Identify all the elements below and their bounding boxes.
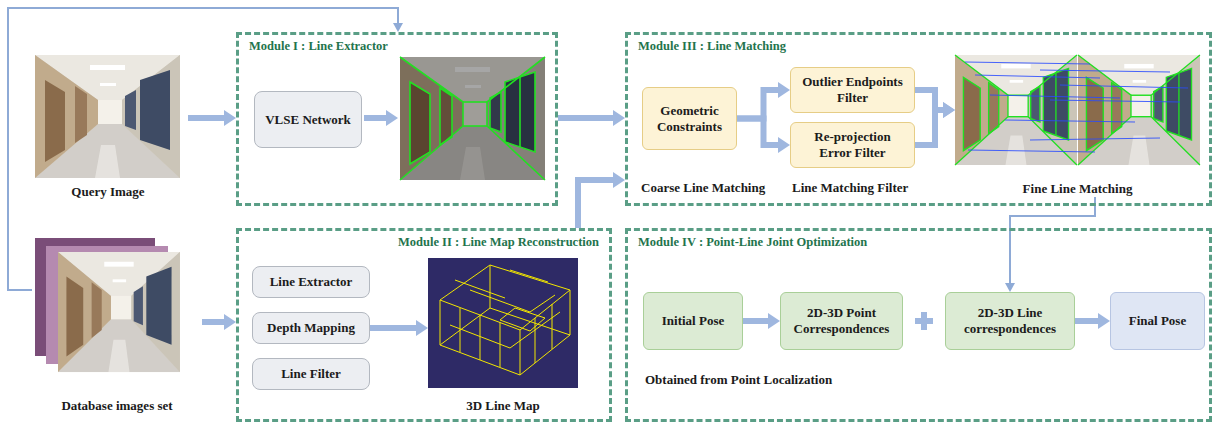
illustration-part	[470, 290, 555, 312]
image-caption: Database images set	[61, 398, 172, 414]
illustration-part	[500, 308, 545, 331]
illustration-part	[460, 308, 461, 352]
box-label: 2D-3D Point Correspondences	[787, 305, 896, 336]
image-panel: Fine Line Matching	[955, 55, 1200, 197]
flow-arrow	[364, 115, 386, 121]
line-matching-photo	[955, 55, 1200, 165]
illustration-part	[965, 62, 1188, 152]
illustration-part	[520, 330, 521, 375]
flow-arrow	[737, 90, 778, 119]
illustration-part	[552, 304, 553, 349]
box-label: Line Extractor	[270, 274, 353, 290]
image-panel: 3D Line Map	[428, 258, 578, 414]
filter-box: Outlier Endpoints Filter	[790, 67, 915, 113]
database-photos	[35, 238, 180, 372]
optimization-box: Initial Pose	[643, 292, 743, 350]
illustration-part	[8, 8, 1098, 328]
module-title: Module II : Line Map Reconstruction	[249, 235, 599, 250]
illustration-part	[1050, 100, 1180, 102]
illustration-part	[58, 252, 180, 372]
flow-arrow	[188, 115, 224, 121]
box-label: VLSE Network	[265, 112, 351, 128]
box-label: Depth Mapping	[267, 320, 355, 336]
stage-caption: Line Matching Filter	[792, 180, 908, 196]
image-caption: 3D Line Map	[466, 398, 540, 414]
filter-box: Re-projection Error Filter	[790, 122, 915, 168]
box-label: Final Pose	[1129, 313, 1186, 329]
box-label: Geometric Constraints	[649, 103, 730, 134]
illustration-part	[58, 252, 180, 372]
illustration-part	[965, 62, 1090, 64]
illustration-part	[440, 300, 441, 345]
illustration-part	[440, 265, 570, 375]
illustration-part	[975, 75, 1100, 78]
flow-arrow	[743, 318, 768, 324]
filter-box: Geometric Constraints	[642, 87, 737, 150]
flow-arrow	[915, 110, 943, 145]
illustration-part	[535, 318, 536, 363]
flow-arrow	[737, 119, 778, 146]
query-photo	[35, 55, 180, 178]
module-frame: Module I : Line ExtractorVLSE Network	[236, 32, 558, 206]
illustration-part	[968, 150, 1095, 152]
flow-arrow	[202, 319, 224, 325]
result-box: Final Pose	[1110, 292, 1205, 350]
box-label: Re-projection Error Filter	[797, 129, 908, 160]
illustration-part	[510, 270, 548, 282]
image-panel: Database images set	[32, 236, 202, 414]
stage-caption: Coarse Line Matching	[641, 180, 765, 196]
illustration-part	[1060, 85, 1188, 88]
plus-symbol	[915, 312, 933, 330]
optimization-box: 2D-3D Point Correspondences	[780, 292, 903, 350]
illustration-part	[921, 312, 927, 330]
process-box: VLSE Network	[254, 91, 362, 148]
illustration-part	[440, 308, 570, 375]
illustration-part	[1030, 138, 1160, 140]
illustration-part	[490, 265, 491, 308]
box-label: Outlier Endpoints Filter	[797, 74, 908, 105]
process-box: Line Extractor	[252, 266, 370, 298]
line-map-render	[428, 258, 578, 388]
module-frame: Module III : Line MatchingGeometric Cons…	[625, 32, 1212, 206]
illustration-part	[400, 57, 545, 180]
illustration-part	[400, 57, 545, 180]
line-extraction-photo	[400, 57, 545, 180]
illustration-part	[955, 55, 1077, 165]
module-frame: Module II : Line Map ReconstructionLine …	[236, 228, 612, 422]
flow-arrow	[578, 180, 613, 228]
process-box: Depth Mapping	[252, 312, 370, 344]
image-caption: Query Image	[71, 184, 144, 200]
illustration-part	[455, 280, 505, 298]
stage-caption: Obtained from Point Localization	[645, 372, 832, 388]
flow-arrow	[1010, 197, 1095, 283]
illustration-part	[570, 290, 571, 335]
box-label: 2D-3D Line correspondences	[952, 305, 1068, 336]
flow-arrow	[1075, 318, 1098, 324]
module-title: Module IV : Point-Line Joint Optimizatio…	[638, 235, 1199, 250]
flow-arrow	[370, 325, 416, 331]
image-caption: Fine Line Matching	[1023, 181, 1133, 197]
process-box: Line Filter	[252, 358, 370, 390]
flow-arrow	[558, 115, 613, 121]
illustration-part	[955, 55, 1077, 165]
optimization-box: 2D-3D Line correspondences	[945, 292, 1075, 350]
box-label: Line Filter	[281, 366, 341, 382]
box-label: Initial Pose	[662, 313, 724, 329]
image-panel: Query Image	[28, 52, 188, 200]
illustration-part	[955, 55, 1077, 165]
illustration-part	[1005, 120, 1135, 122]
illustration-part	[990, 95, 1120, 98]
module-title: Module I : Line Extractor	[249, 39, 545, 54]
illustration-part	[1040, 70, 1170, 72]
illustration-part	[428, 258, 578, 388]
module-frame: Module IV : Point-Line Joint Optimizatio…	[625, 228, 1212, 422]
module-title: Module III : Line Matching	[638, 39, 1199, 54]
illustration-part	[400, 57, 545, 180]
illustration-part	[480, 315, 481, 360]
